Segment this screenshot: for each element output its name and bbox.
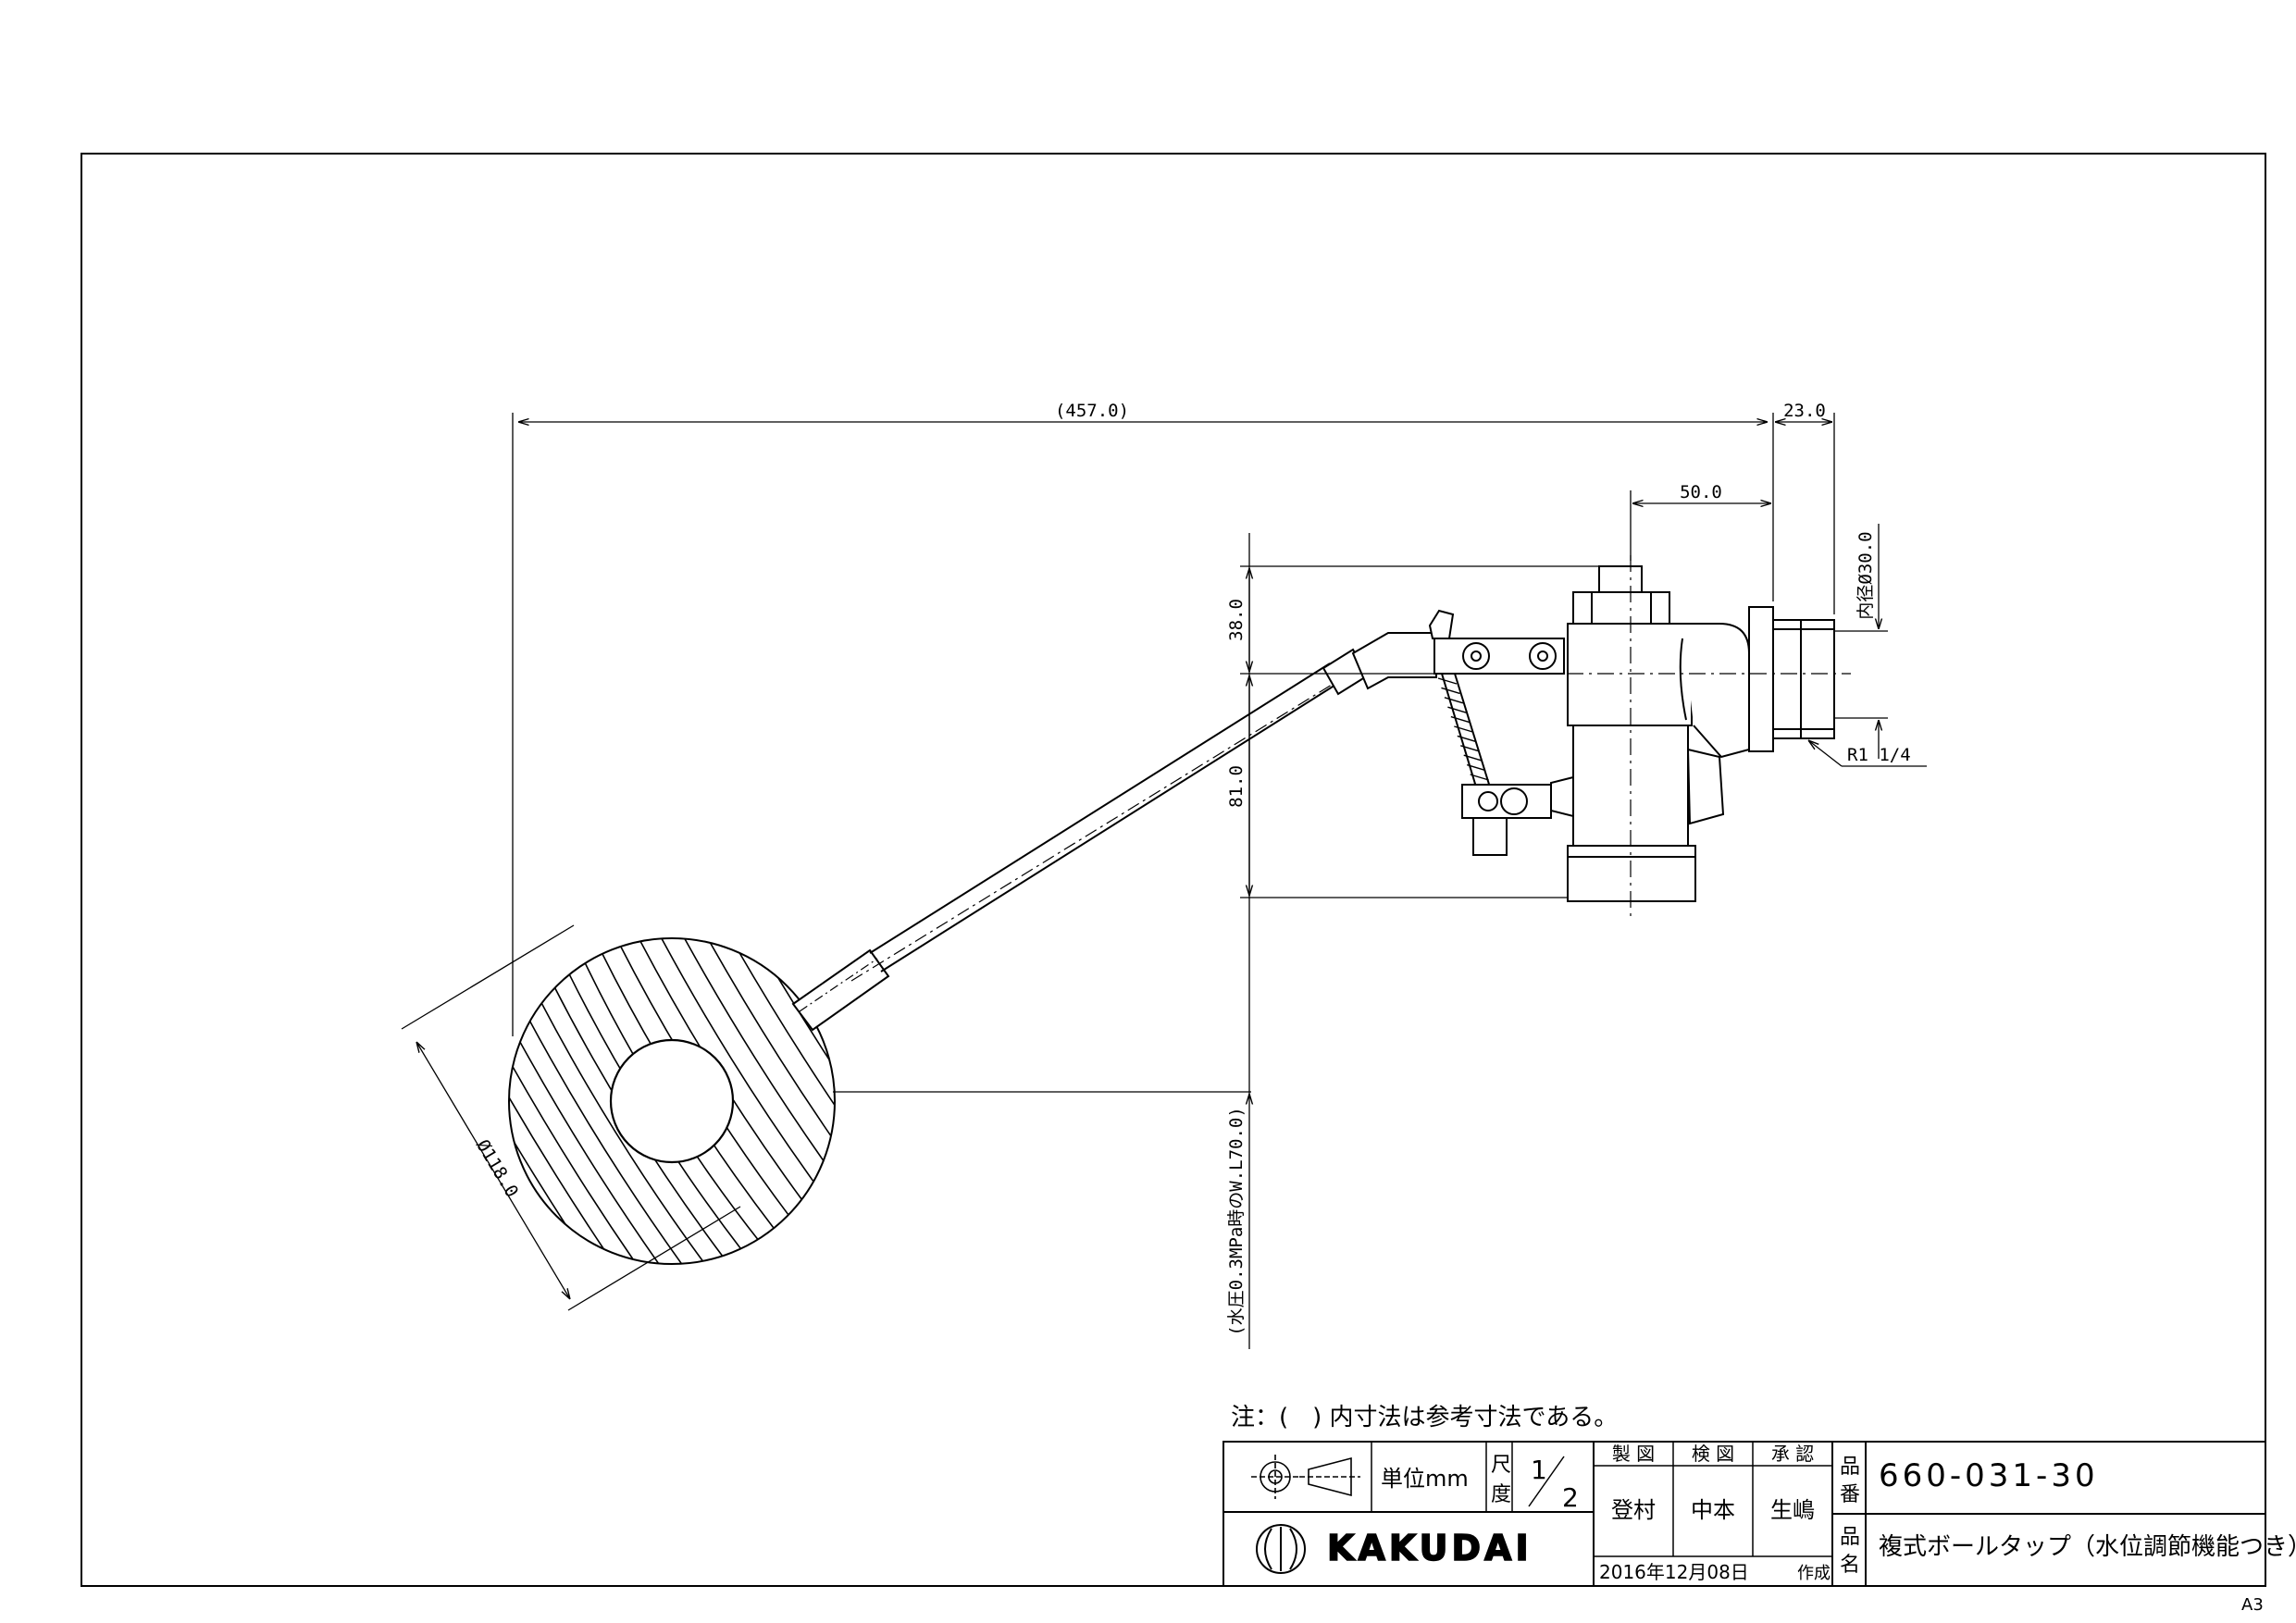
name-checked: 中本 — [1691, 1497, 1735, 1523]
scale-label-2: 度 — [1491, 1483, 1511, 1506]
kakudai-logo-icon — [1256, 1524, 1306, 1574]
dim-body-height: 81.0 — [1226, 765, 1247, 808]
dim-thread-length: 23.0 — [1783, 401, 1826, 421]
dim-overall-length: (457.0) — [1055, 401, 1129, 421]
ball-rib — [707, 939, 834, 1140]
screw-thread — [1454, 725, 1473, 733]
screw-thread — [1470, 774, 1489, 781]
scale-denominator: 2 — [1562, 1482, 1579, 1513]
part-no-label: 品 — [1840, 1456, 1860, 1479]
header-approved: 承 認 — [1771, 1443, 1814, 1465]
dim-water-level-note: (水圧0.3MPa時のW.L70.0) — [1226, 1107, 1247, 1336]
part-name: 複式ボールタップ（水位調節機能つき） — [1879, 1533, 2296, 1561]
screw-thread — [1463, 754, 1483, 762]
ball-rib — [509, 1094, 607, 1253]
ball-rib — [511, 1138, 569, 1229]
ball-rib — [682, 938, 826, 1165]
created-date: 2016年12月08日 — [1599, 1561, 1749, 1583]
float-ball — [508, 937, 890, 1265]
part-number: 660-031-30 — [1879, 1457, 2099, 1494]
projection-symbol-icon — [1251, 1455, 1360, 1499]
ball-rib — [659, 938, 816, 1185]
screw-thread — [1450, 715, 1471, 724]
float-arm — [850, 609, 1565, 982]
dim-inner-diameter: 内径Ø30.0 — [1855, 531, 1876, 619]
valve-body — [1536, 555, 1851, 916]
screw-thread — [1457, 735, 1477, 743]
part-name-label: 品 — [1840, 1526, 1860, 1549]
sheet-size: A3 — [2241, 1595, 2264, 1615]
scale-label: 尺 — [1491, 1454, 1511, 1477]
part-name-label-2: 名 — [1840, 1554, 1860, 1577]
name-drawn: 登村 — [1611, 1497, 1656, 1523]
screw-thread — [1447, 706, 1467, 713]
header-drawn: 製 図 — [1612, 1443, 1655, 1465]
screw-thread — [1437, 677, 1458, 685]
ball-rib — [737, 949, 835, 1109]
screw-thread — [1460, 745, 1480, 752]
screw-thread — [1444, 697, 1464, 704]
screw-thread — [1441, 687, 1460, 695]
dim-inlet-offset: 50.0 — [1680, 482, 1722, 502]
part-no-label-2: 番 — [1840, 1483, 1860, 1506]
ball-rib — [539, 999, 706, 1264]
screw-thread — [1466, 763, 1486, 772]
created-label: 作成 — [1797, 1564, 1831, 1583]
drawing-frame — [81, 153, 2266, 1587]
scale-numerator: 1 — [1531, 1455, 1547, 1485]
reference-note: 注：( ) 内寸法は参考寸法である。 — [1231, 1404, 1618, 1431]
title-block — [1222, 1441, 2266, 1587]
title-block-texts: 単位mm 尺 度 1 2 製 図 検 図 承 認 登村 中本 生嶋 品 番 66… — [1326, 1443, 2296, 1615]
dimension-lines — [401, 413, 1927, 1349]
unit-label: 単位mm — [1381, 1466, 1469, 1492]
ball-tap-drawing — [508, 555, 1851, 1265]
dim-thread-spec: R1 1/4 — [1847, 745, 1911, 765]
adjustment-screw — [1437, 673, 1552, 856]
name-approved: 生嶋 — [1770, 1497, 1815, 1523]
header-checked: 検 図 — [1692, 1443, 1734, 1465]
dim-upper-height: 38.0 — [1226, 599, 1247, 641]
brand-name: KAKUDAI — [1327, 1528, 1533, 1568]
